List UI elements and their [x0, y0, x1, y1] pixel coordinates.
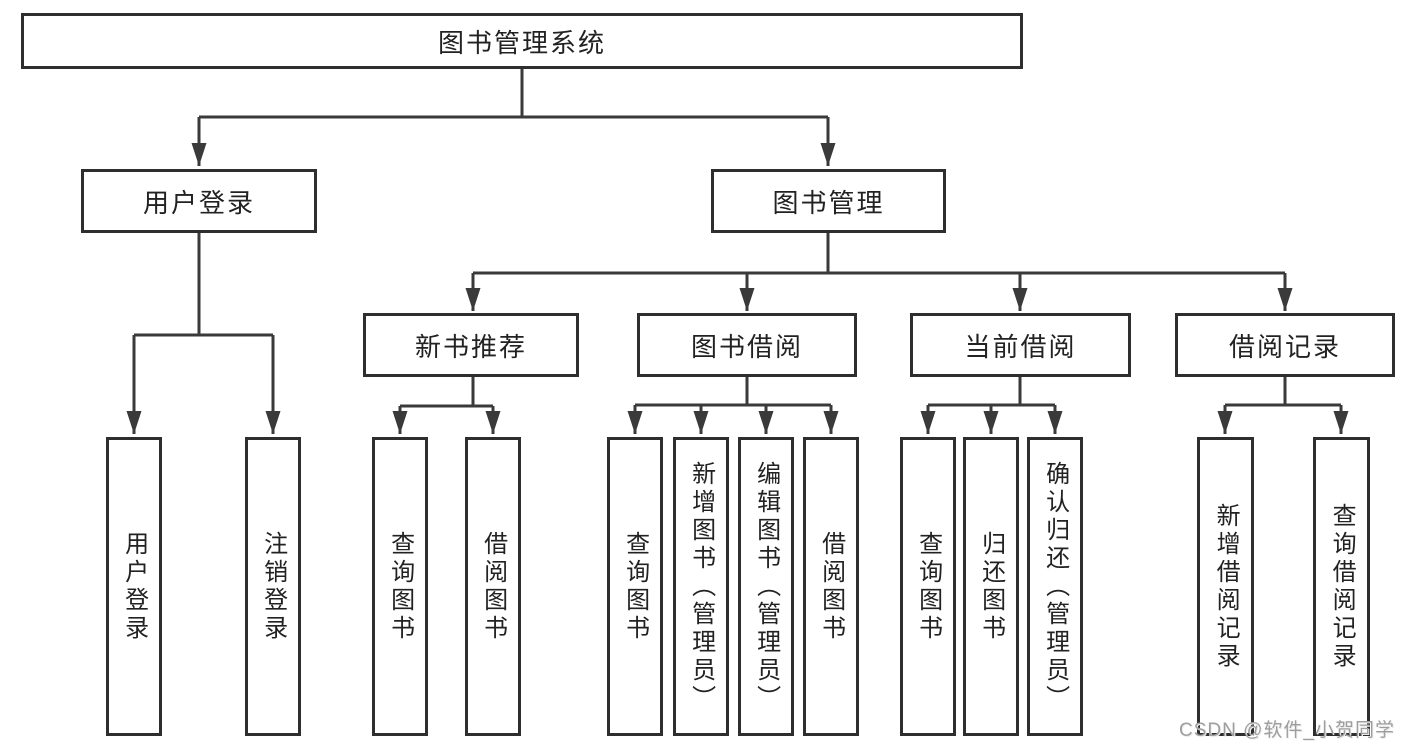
leaf-borrow-edit-book-admin: 编辑图书（管理员） — [738, 437, 794, 736]
node-current-borrow: 当前借阅 — [910, 313, 1131, 377]
leaf-current-query-book: 查询图书 — [900, 437, 956, 736]
node-book-management-branch: 图书管理 — [711, 169, 946, 233]
leaf-borrow-add-book-admin: 新增图书（管理员） — [673, 437, 729, 736]
node-user-login-branch: 用户登录 — [81, 169, 317, 233]
leaf-records-query-record: 查询借阅记录 — [1313, 437, 1370, 736]
leaf-records-add-record: 新增借阅记录 — [1197, 437, 1254, 736]
leaf-borrow-borrow-book: 借阅图书 — [803, 437, 859, 736]
node-book-borrow: 图书借阅 — [637, 313, 857, 377]
leaf-borrow-query-book: 查询图书 — [607, 437, 663, 736]
node-borrow-records: 借阅记录 — [1175, 313, 1395, 377]
leaf-current-return-book: 归还图书 — [963, 437, 1019, 736]
csdn-watermark: CSDN @软件_小贺同学 — [1179, 720, 1395, 741]
leaf-recommend-query-book: 查询图书 — [372, 437, 428, 736]
node-new-book-recommend: 新书推荐 — [363, 313, 579, 377]
node-root-system: 图书管理系统 — [21, 13, 1023, 69]
leaf-logout: 注销登录 — [245, 437, 301, 736]
leaf-recommend-borrow-book: 借阅图书 — [465, 437, 521, 736]
leaf-current-confirm-return-admin: 确认归还（管理员） — [1027, 437, 1083, 736]
leaf-user-login: 用户登录 — [106, 437, 162, 736]
